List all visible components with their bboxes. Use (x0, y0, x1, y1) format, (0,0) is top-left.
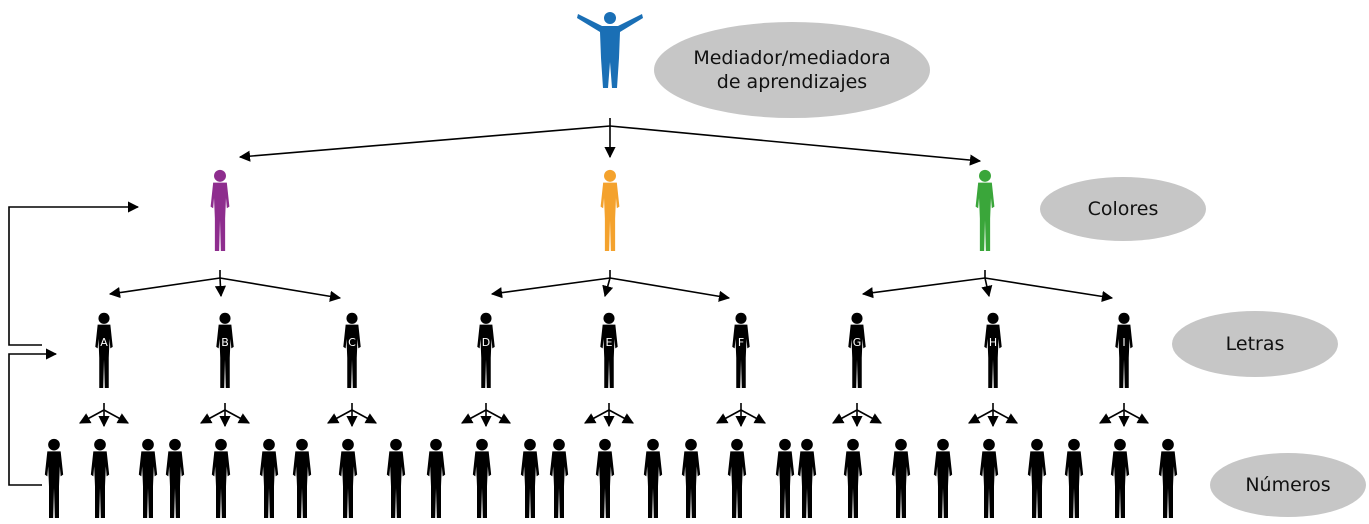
arrow-to-number-left (832, 409, 858, 424)
arrow-to-letter-3 (219, 277, 342, 302)
letter-member-C (343, 312, 361, 388)
arrow-to-number-left (79, 409, 105, 424)
number-member (472, 438, 492, 518)
group-leader-3 (975, 169, 995, 252)
mediator-figure (577, 12, 643, 88)
letter-label: E (606, 336, 613, 349)
number-member (979, 438, 999, 518)
arrow-to-number-left (716, 409, 742, 424)
number-member (797, 438, 817, 518)
arrow-to-letter-1 (108, 277, 221, 299)
letter-label: D (482, 336, 490, 349)
arrow-to-number-right (485, 409, 511, 424)
number-member (165, 438, 185, 518)
arrow-to-number-right (1123, 409, 1149, 424)
label-mediator: Mediador/mediadora de aprendizajes (654, 22, 930, 118)
letter-member-I (1115, 312, 1133, 388)
number-member (259, 438, 279, 518)
number-member (1158, 438, 1178, 518)
label-mediator-line1: Mediador/mediadora (693, 47, 891, 69)
bracket-to-colores (8, 201, 140, 346)
number-member (426, 438, 446, 518)
label-colores: Colores (1040, 177, 1206, 241)
letter-member-H (984, 312, 1002, 388)
letter-label: F (738, 336, 744, 349)
arrow-to-number-left (968, 409, 994, 424)
letter-label: G (853, 336, 862, 349)
letter-label: A (100, 336, 108, 349)
number-member (386, 438, 406, 518)
number-member (775, 438, 795, 518)
letter-member-G (848, 312, 866, 388)
letter-member-E (600, 312, 618, 388)
number-member (292, 438, 312, 518)
arrow-to-number-left (584, 409, 610, 424)
label-letras: Letras (1172, 311, 1338, 377)
number-member (90, 438, 110, 518)
arrow-to-number-left (461, 409, 487, 424)
arrow-to-letter-7 (861, 277, 986, 299)
number-member (338, 438, 358, 518)
arrow-to-letter-6 (609, 277, 731, 302)
number-member (138, 438, 158, 518)
number-member (1064, 438, 1084, 518)
number-member (1110, 438, 1130, 518)
arrow-to-number-right (351, 409, 377, 424)
arrow-to-number-right (608, 409, 634, 424)
arrow-to-number-left (327, 409, 353, 424)
group-leader-2 (600, 169, 620, 252)
letter-label: I (1122, 336, 1125, 349)
arrow-to-number-right (992, 409, 1018, 424)
number-member (681, 438, 701, 518)
number-member (520, 438, 540, 518)
arrow-to-letter-8 (981, 277, 993, 298)
number-member (643, 438, 663, 518)
arrow-to-group-3 (609, 125, 982, 166)
letter-label: C (348, 336, 356, 349)
label-mediator-line2: de aprendizajes (716, 71, 868, 93)
arrow-to-number-left (200, 409, 226, 424)
letter-member-F (732, 312, 750, 388)
letter-label: B (221, 336, 229, 349)
letter-member-B (216, 312, 234, 388)
bracket-to-letras (8, 348, 58, 486)
arrow-to-number-left (1099, 409, 1125, 424)
number-member (891, 438, 911, 518)
arrow-to-letter-5 (602, 277, 614, 298)
letter-member-A (95, 312, 113, 388)
letter-label: H (989, 336, 997, 349)
number-member (933, 438, 953, 518)
number-member (1027, 438, 1047, 518)
number-member (595, 438, 615, 518)
group-leader-1 (210, 169, 230, 252)
arrow-to-letter-2 (214, 277, 227, 298)
number-member (549, 438, 569, 518)
arrow-to-number-right (856, 409, 882, 424)
arrow-to-letter-4 (490, 277, 611, 299)
number-member (727, 438, 747, 518)
label-numeros: Números (1210, 453, 1366, 517)
letter-member-D (477, 312, 495, 388)
arrow-to-number-right (103, 409, 129, 424)
connector-lines (8, 118, 1149, 486)
arrow-to-number-right (224, 409, 250, 424)
arrow-to-number-right (740, 409, 766, 424)
arrow-to-letter-9 (984, 277, 1114, 302)
people-layer: A B C D E F G H I (44, 12, 1178, 518)
arrow-to-group-1 (238, 125, 611, 162)
number-member (211, 438, 231, 518)
number-member (44, 438, 64, 518)
number-member (843, 438, 863, 518)
